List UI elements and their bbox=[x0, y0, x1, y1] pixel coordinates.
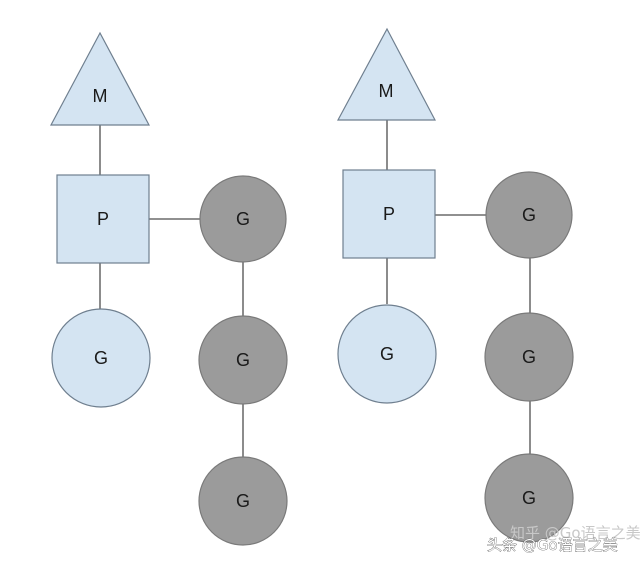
queued-goroutine-label: G bbox=[522, 205, 536, 225]
machine-node-left: M bbox=[50, 31, 150, 126]
queued-goroutine-circle bbox=[485, 171, 573, 259]
running-goroutine-circle-right bbox=[337, 304, 437, 404]
processor-square-right bbox=[342, 169, 436, 259]
watermark-toutiao: 头条 @Go语言之美 bbox=[487, 536, 618, 554]
running-goroutine-label-right: G bbox=[380, 344, 394, 364]
queued-goroutine-label: G bbox=[236, 350, 250, 370]
running-goroutine-left: G bbox=[51, 308, 151, 408]
queued-goroutine-circle bbox=[484, 453, 574, 543]
watermark-zhihu: 知乎 @Go语言之美 bbox=[510, 524, 640, 542]
queued-goroutine-label: G bbox=[522, 488, 536, 508]
processor-node-left: P bbox=[56, 174, 150, 264]
queued-goroutine-left-3: G bbox=[198, 456, 288, 546]
watermark: 知乎 @Go语言之美 头条 @Go语言之美 bbox=[487, 524, 640, 554]
queued-goroutine-circle bbox=[198, 456, 288, 546]
queued-goroutine-label: G bbox=[236, 209, 250, 229]
processor-square-left bbox=[56, 174, 150, 264]
queued-goroutine-circle bbox=[484, 312, 574, 402]
queued-goroutine-circle bbox=[198, 315, 288, 405]
machine-triangle-left bbox=[50, 31, 150, 126]
processor-label-left: P bbox=[97, 209, 109, 229]
queued-goroutine-right-2: G bbox=[484, 312, 574, 402]
queued-goroutine-left-1: G bbox=[199, 175, 287, 263]
queued-goroutine-right-3: G bbox=[484, 453, 574, 543]
machine-triangle-right bbox=[336, 27, 436, 121]
group-right: M P G G G G bbox=[336, 27, 574, 543]
queued-goroutine-label: G bbox=[522, 347, 536, 367]
queued-goroutine-right-1: G bbox=[485, 171, 573, 259]
machine-label-left: M bbox=[93, 86, 108, 106]
group-left: M P G G G G bbox=[50, 31, 288, 546]
machine-label-right: M bbox=[379, 81, 394, 101]
running-goroutine-circle-left bbox=[51, 308, 151, 408]
processor-node-right: P bbox=[342, 169, 436, 259]
processor-label-right: P bbox=[383, 204, 395, 224]
running-goroutine-label-left: G bbox=[94, 348, 108, 368]
queued-goroutine-left-2: G bbox=[198, 315, 288, 405]
running-goroutine-right: G bbox=[337, 304, 437, 404]
machine-node-right: M bbox=[336, 27, 436, 121]
queued-goroutine-label: G bbox=[236, 491, 250, 511]
queued-goroutine-circle bbox=[199, 175, 287, 263]
